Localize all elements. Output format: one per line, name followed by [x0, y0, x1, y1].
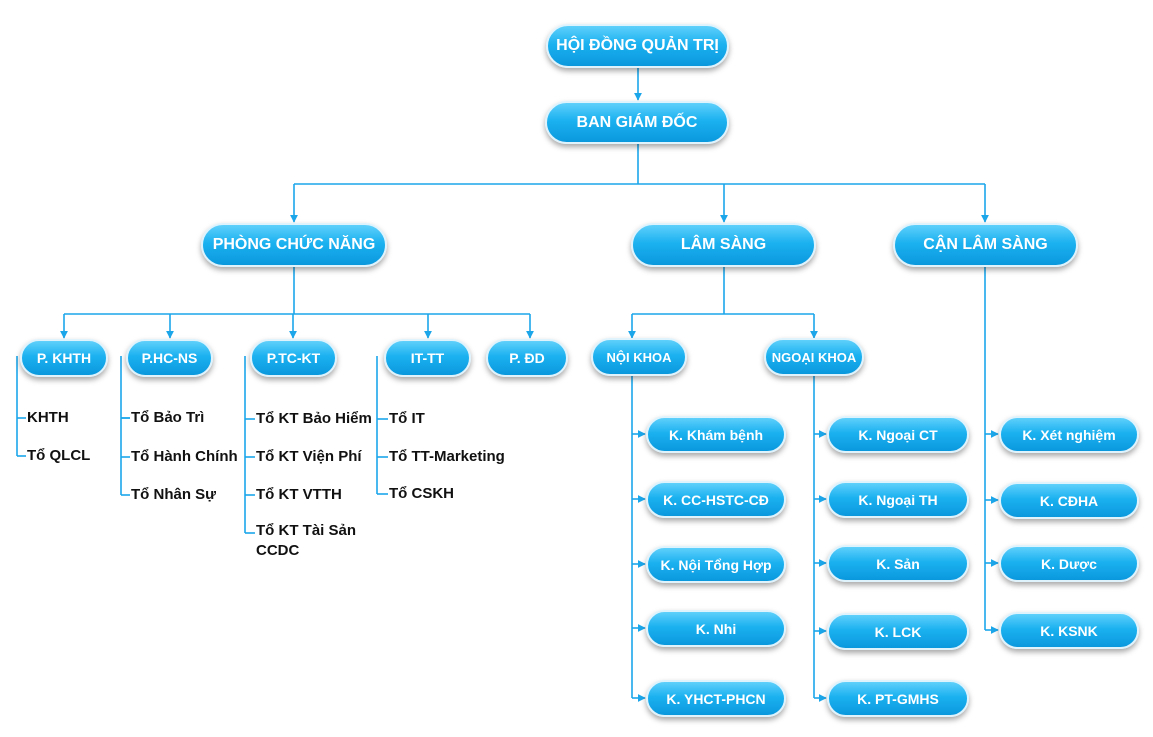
surgery-dept-trauma[interactable]: K. Ngoại CT — [827, 416, 969, 453]
ittt-item-marketing: Tổ TT-Marketing — [389, 448, 505, 465]
tckt-item-insurance: Tổ KT Bảo Hiểm — [256, 410, 372, 427]
para-dept-infection-control[interactable]: K. KSNK — [999, 612, 1139, 649]
ittt-item-it: Tổ IT — [389, 410, 425, 427]
internal-medicine-node[interactable]: NỘI KHOA — [591, 338, 687, 376]
internal-dept-general[interactable]: K. Nội Tổng Hợp — [646, 546, 786, 583]
khth-item-khth: KHTH — [27, 409, 69, 426]
dept-khth-node[interactable]: P. KHTH — [20, 339, 108, 377]
functional-rooms-node[interactable]: PHÒNG CHỨC NĂNG — [201, 223, 387, 267]
tckt-item-hospital-fee: Tổ KT Viện Phí — [256, 448, 362, 465]
hcns-item-hr: Tổ Nhân Sự — [131, 486, 217, 503]
clinical-node[interactable]: LÂM SÀNG — [631, 223, 816, 267]
directors-node[interactable]: BAN GIÁM ĐỐC — [545, 101, 729, 144]
tckt-item-assets: Tổ KT Tài Sản — [256, 522, 357, 539]
para-dept-pharmacy[interactable]: K. Dược — [999, 545, 1139, 582]
para-dept-imaging[interactable]: K. CĐHA — [999, 482, 1139, 519]
dept-tckt-node[interactable]: P.TC-KT — [250, 339, 337, 377]
paraclinical-node[interactable]: CẬN LÂM SÀNG — [893, 223, 1078, 267]
khth-item-qlcl: Tổ QLCL — [27, 447, 91, 464]
ittt-item-cskh: Tổ CSKH — [389, 485, 454, 502]
surgery-dept-general[interactable]: K. Ngoại TH — [827, 481, 969, 518]
internal-dept-pediatrics[interactable]: K. Nhi — [646, 610, 786, 647]
internal-dept-exam[interactable]: K. Khám bệnh — [646, 416, 786, 453]
surgery-node[interactable]: NGOẠI KHOA — [764, 338, 864, 376]
internal-dept-emergency[interactable]: K. CC-HSTC-CĐ — [646, 481, 786, 518]
dept-dd-node[interactable]: P. ĐD — [486, 339, 568, 377]
hcns-item-admin: Tổ Hành Chính — [131, 448, 238, 465]
dept-ittt-node[interactable]: IT-TT — [384, 339, 471, 377]
hcns-item-maintenance: Tổ Bảo Trì — [131, 409, 205, 426]
tckt-item-ccdc: CCDC — [256, 542, 300, 559]
tckt-item-vtth: Tổ KT VTTH — [256, 486, 342, 503]
para-dept-lab[interactable]: K. Xét nghiệm — [999, 416, 1139, 453]
surgery-dept-obstetrics[interactable]: K. Sản — [827, 545, 969, 582]
board-node[interactable]: HỘI ĐỒNG QUẢN TRỊ — [546, 24, 729, 68]
surgery-dept-lck[interactable]: K. LCK — [827, 613, 969, 650]
surgery-dept-anesthesia[interactable]: K. PT-GMHS — [827, 680, 969, 717]
dept-hcns-node[interactable]: P.HC-NS — [126, 339, 213, 377]
internal-dept-traditional[interactable]: K. YHCT-PHCN — [646, 680, 786, 717]
